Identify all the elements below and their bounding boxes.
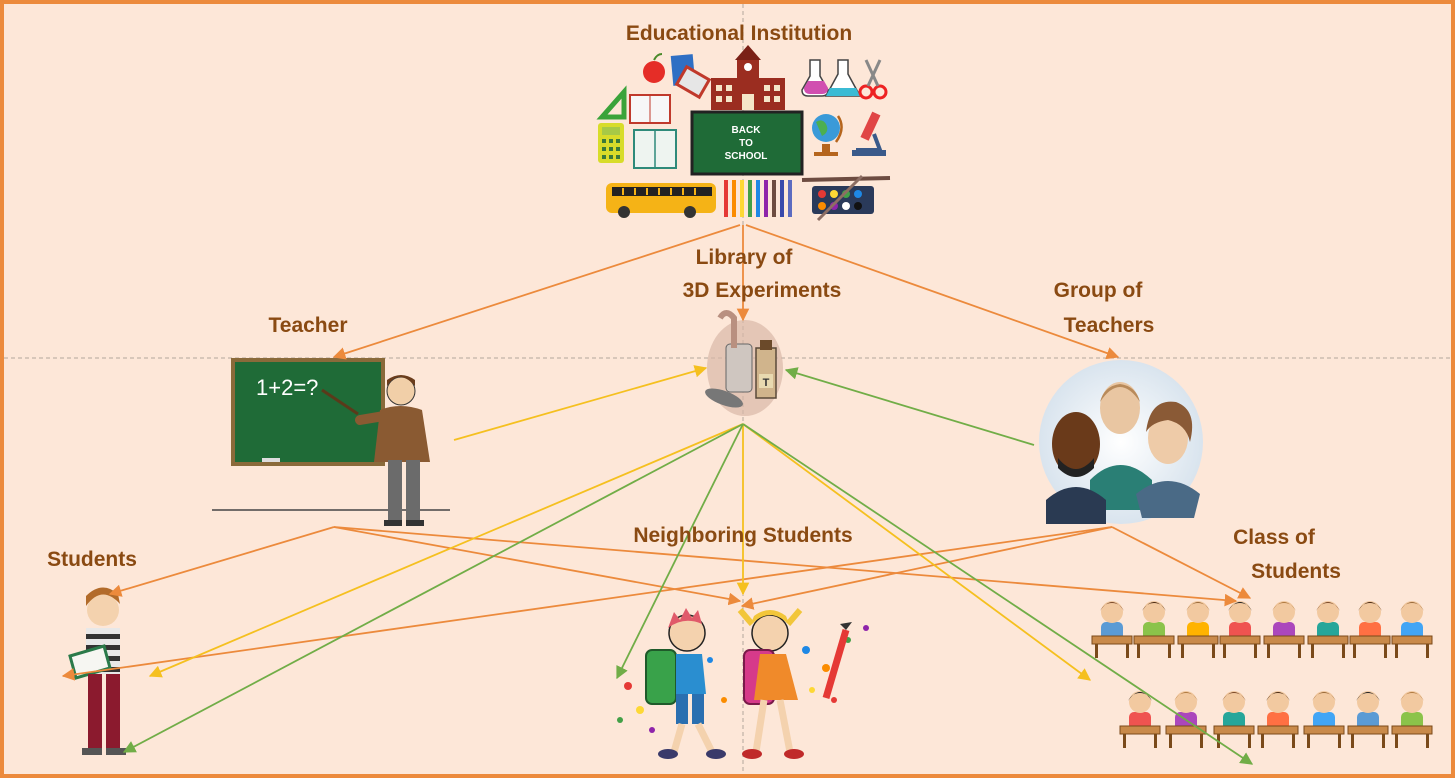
- classroom-student: [1133, 601, 1175, 658]
- classroom-student: [1303, 691, 1345, 748]
- classroom-student: [1349, 601, 1391, 658]
- classroom-student: [1177, 601, 1219, 658]
- connection-arrows: [61, 224, 1254, 765]
- classroom-student: [1213, 691, 1255, 748]
- classroom-student: [1091, 601, 1133, 658]
- label-library-line1: Library of: [696, 246, 794, 269]
- library-illustration: T: [705, 310, 783, 416]
- label-students: Students: [47, 548, 137, 571]
- students-illustration: [68, 587, 126, 755]
- classroom-student: [1119, 691, 1161, 748]
- classroom-student: [1219, 601, 1261, 658]
- label-class-line1: Class of: [1233, 526, 1316, 549]
- back-to-school-line1: BACK: [732, 125, 762, 136]
- classroom-student: [1391, 691, 1433, 748]
- classroom-student: [1347, 691, 1389, 748]
- educational-institution-illustration: BACK TO SCHOOL: [596, 45, 891, 222]
- teacher-illustration: 1+2=?: [212, 358, 450, 526]
- back-to-school-line2: TO: [739, 138, 753, 149]
- chalkboard-equation: 1+2=?: [256, 375, 318, 400]
- label-neighboring-students: Neighboring Students: [633, 524, 852, 547]
- label-educational-institution: Educational Institution: [626, 22, 852, 45]
- label-group-line2: Teachers: [1064, 314, 1155, 337]
- label-class-line2: Students: [1251, 560, 1341, 583]
- classroom-student: [1257, 691, 1299, 748]
- group-of-teachers-illustration: [1039, 360, 1203, 524]
- classroom-student: [1391, 601, 1433, 658]
- label-teacher: Teacher: [269, 314, 348, 337]
- classroom-student: [1263, 601, 1305, 658]
- label-library-line2: 3D Experiments: [683, 279, 842, 302]
- classroom-student: [1307, 601, 1349, 658]
- back-to-school-line3: SCHOOL: [725, 151, 768, 162]
- class-of-students-illustration: [1091, 601, 1433, 748]
- label-group-line1: Group of: [1054, 279, 1144, 302]
- neighboring-students-illustration: [617, 608, 869, 759]
- bottle-tag: T: [763, 377, 770, 389]
